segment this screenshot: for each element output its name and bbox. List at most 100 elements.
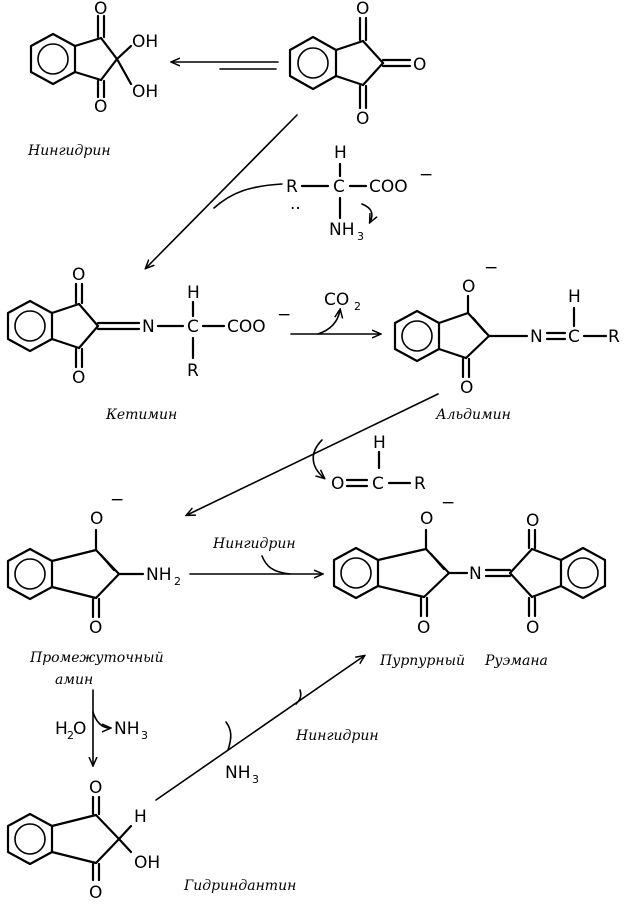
atom-o: O xyxy=(462,277,475,297)
atom-n: N xyxy=(469,564,482,584)
hydrindantin-structure: O O H OH xyxy=(6,778,160,903)
aromatic-circle xyxy=(340,557,372,589)
reaction-arrow xyxy=(146,114,298,268)
atom-o: O xyxy=(89,778,102,798)
carboxylate: COO xyxy=(369,177,408,197)
aldehyde-release-arrow xyxy=(312,439,324,478)
ruhemanns-purple-structure: O − O N O O xyxy=(332,493,607,638)
atom-o: O xyxy=(413,55,426,75)
label-ruhemanns-purple: Пурпурный xyxy=(379,653,465,669)
subscript: 2 xyxy=(67,729,74,742)
aldehyde-structure: H O C R xyxy=(331,433,426,494)
subscript: 2 xyxy=(174,575,181,588)
charge: − xyxy=(419,165,433,185)
label-intermediate-amine: Промежуточный xyxy=(29,650,164,666)
label-hydrindantin: Гидриндантин xyxy=(183,878,296,894)
label-ketimine: Кетимин xyxy=(105,407,177,423)
atom-h: H xyxy=(373,433,386,453)
label-aldimine: Альдимин xyxy=(435,407,511,423)
atom-o: O xyxy=(356,0,369,19)
atom-o: O xyxy=(526,511,539,531)
ammonia-release-arrow xyxy=(92,711,110,728)
atom-oh: OH xyxy=(132,32,158,52)
aromatic-circle xyxy=(14,823,46,855)
reagent-curve xyxy=(213,183,283,209)
atom-o: O xyxy=(72,265,85,285)
carboxylate: COO xyxy=(227,317,266,337)
subscript: 2 xyxy=(354,300,361,313)
atom-h: H xyxy=(334,143,347,163)
aromatic-circle xyxy=(14,558,46,590)
atom-o: O xyxy=(72,368,85,388)
equilibrium-arrows xyxy=(172,62,279,70)
charge: − xyxy=(441,493,455,513)
atom-o: O xyxy=(420,509,433,529)
reagent-curve xyxy=(225,721,232,751)
atom-r: R xyxy=(187,361,199,381)
lone-pair-dots: ·· xyxy=(290,199,301,219)
aromatic-circle xyxy=(567,557,599,589)
atom-h: H xyxy=(55,719,68,739)
atom-o: O xyxy=(94,97,107,117)
carbon-dioxide: CO xyxy=(324,290,349,310)
amino-acid-structure: H R C COO − NH 3 ·· xyxy=(286,143,433,243)
atom-c: C xyxy=(372,474,384,494)
atom-oh: OH xyxy=(134,853,160,873)
ammonia: NH xyxy=(114,719,140,739)
reagent-curve xyxy=(295,689,302,705)
atom-o: O xyxy=(73,719,86,739)
atom-o: O xyxy=(526,618,539,638)
aldimine-structure: O − O N C H R xyxy=(393,258,620,398)
aromatic-circle xyxy=(37,43,69,75)
atom-r: R xyxy=(286,177,298,197)
benzene-ring xyxy=(559,546,607,600)
label-reagent-ninhydrin: Нингидрин xyxy=(212,536,296,552)
subscript: 3 xyxy=(252,773,259,786)
atom-c: C xyxy=(187,317,199,337)
ninhydrin-structure: O O OH OH xyxy=(29,0,158,117)
atom-o: O xyxy=(89,883,102,903)
charge: − xyxy=(277,305,291,325)
label-ninhydrin: Нингидрин xyxy=(27,143,111,159)
atom-o: O xyxy=(460,378,473,398)
atom-o: O xyxy=(331,474,344,494)
indanetrione-structure: O O O xyxy=(288,0,426,129)
atom-o: O xyxy=(417,618,430,638)
subscript: 3 xyxy=(141,729,148,742)
reagent-curve xyxy=(261,555,291,575)
aromatic-circle xyxy=(297,47,329,79)
atom-o: O xyxy=(90,509,103,529)
intermediate-amine-structure: O − O NH 2 xyxy=(6,490,181,638)
atom-h: H xyxy=(187,283,200,303)
atom-o: O xyxy=(94,0,107,19)
ketimine-structure: N C H R COO − O O xyxy=(6,265,291,388)
reaction-arrow xyxy=(155,656,364,801)
aromatic-circle xyxy=(401,320,433,352)
amine: NH xyxy=(329,220,355,240)
benzene-ring xyxy=(288,35,338,91)
charge: − xyxy=(484,258,498,278)
electron-arrow xyxy=(361,203,372,222)
atom-o: O xyxy=(89,618,102,638)
subscript: 3 xyxy=(357,230,364,243)
ammonia: NH xyxy=(225,763,251,783)
atom-r: R xyxy=(414,474,426,494)
amine: NH xyxy=(146,565,172,585)
charge: − xyxy=(110,490,124,510)
atom-h: H xyxy=(134,807,147,827)
atom-oh: OH xyxy=(132,82,158,102)
atom-r: R xyxy=(608,327,620,347)
atom-c: C xyxy=(333,177,345,197)
label-reagent-ninhydrin: Нингидрин xyxy=(295,728,379,744)
water: H 2 O xyxy=(55,719,86,742)
label-ruhemanns-purple: Руэмана xyxy=(484,653,548,669)
aromatic-circle xyxy=(14,310,46,342)
reaction-arrow xyxy=(187,393,439,515)
atom-h: H xyxy=(568,287,581,307)
atom-o: O xyxy=(356,109,369,129)
atom-n: N xyxy=(530,327,543,347)
co2-release-arrow xyxy=(317,310,340,335)
label-intermediate-amine: амин xyxy=(55,672,93,688)
atom-c: C xyxy=(568,327,580,347)
